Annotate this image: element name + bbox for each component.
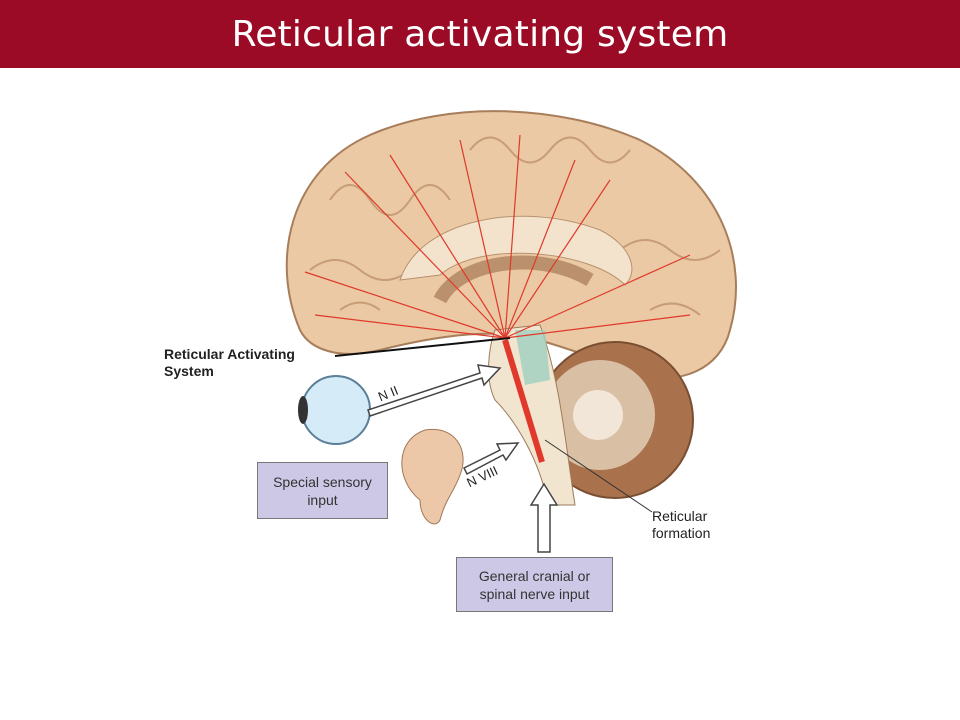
projection-arrows (304, 134, 691, 339)
general-cranial-input-box: General cranial or spinal nerve input (456, 557, 613, 612)
ras-label: Reticular Activating System (164, 346, 295, 379)
ras-pathway (502, 339, 545, 463)
slide-title: Reticular activating system (231, 13, 729, 55)
ras-leader-line (334, 337, 511, 357)
title-bar: Reticular activating system (0, 0, 960, 68)
eye (301, 375, 371, 445)
special-sensory-input-box: Special sensory input (257, 462, 388, 519)
input-arrows (367, 364, 559, 553)
reticular-formation-label: Reticular formation (652, 508, 711, 541)
gyri (309, 136, 721, 316)
ear (401, 428, 464, 525)
reticular-formation-leader (544, 439, 653, 513)
